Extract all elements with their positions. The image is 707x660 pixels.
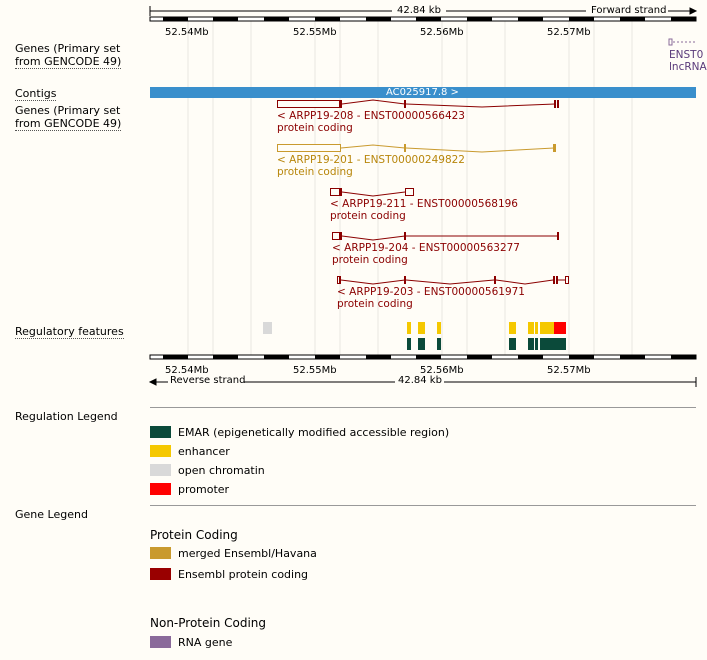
legend-label-rna-gene: RNA gene (178, 636, 233, 649)
legend-label-promoter: promoter (178, 483, 230, 496)
bottom-span-indicator (148, 377, 697, 387)
transcript-arpp19-204[interactable] (332, 232, 560, 241)
transcript-arpp19-203[interactable] (337, 276, 569, 285)
gene-label-201[interactable]: < ARPP19-201 - ENST00000249822 (277, 154, 465, 166)
gene-biotype-208: protein coding (277, 122, 353, 134)
lncrna-gene-fragment[interactable] (668, 38, 696, 46)
track-label-genes-bottom-line2: from GENCODE 49) (15, 117, 122, 131)
track-label-contigs[interactable]: Contigs (15, 87, 57, 101)
legend-swatch-promoter (150, 483, 171, 495)
regulation-legend-title: Regulation Legend (15, 410, 118, 423)
regulatory-features-emar[interactable] (407, 338, 566, 350)
tick-label-bottom-2: 52.55Mb (293, 365, 337, 376)
track-label-regulatory[interactable]: Regulatory features (15, 325, 124, 339)
legend-swatch-merged (150, 547, 171, 559)
genome-browser-canvas[interactable] (0, 0, 700, 400)
legend-label-open-chromatin: open chromatin (178, 464, 265, 477)
forward-strand-label: Forward strand (591, 5, 667, 16)
track-label-genes-top[interactable]: Genes (Primary set from GENCODE 49) (15, 42, 122, 69)
gene-label-208[interactable]: < ARPP19-208 - ENST00000566423 (277, 110, 465, 122)
tick-label-bottom-4: 52.57Mb (547, 365, 591, 376)
contig-bar[interactable] (150, 87, 696, 98)
gene-label-204[interactable]: < ARPP19-204 - ENST00000563277 (332, 242, 520, 254)
legend-swatch-emar (150, 426, 171, 438)
lncrna-gene-type: lncRNA (669, 61, 707, 73)
non-protein-coding-title: Non-Protein Coding (150, 616, 267, 630)
reverse-strand-label: Reverse strand (170, 375, 246, 386)
gene-legend-title: Gene Legend (15, 508, 88, 521)
regulatory-features-top[interactable] (263, 322, 566, 334)
gene-biotype-211: protein coding (330, 210, 406, 222)
protein-coding-title: Protein Coding (150, 528, 238, 542)
tick-label-top-3: 52.56Mb (420, 27, 464, 38)
track-label-genes-top-line1: Genes (Primary set (15, 42, 121, 55)
track-label-genes-bottom[interactable]: Genes (Primary set from GENCODE 49) (15, 104, 122, 131)
transcript-arpp19-208[interactable] (277, 99, 560, 108)
gene-label-203[interactable]: < ARPP19-203 - ENST00000561971 (337, 286, 525, 298)
tick-label-bottom-1: 52.54Mb (165, 365, 209, 376)
track-label-genes-top-line2: from GENCODE 49) (15, 55, 122, 69)
top-span-indicator (149, 6, 698, 16)
gene-label-211[interactable]: < ARPP19-211 - ENST00000568196 (330, 198, 518, 210)
legend-label-enhancer: enhancer (178, 445, 230, 458)
bottom-ruler (149, 354, 697, 360)
tick-label-top-4: 52.57Mb (547, 27, 591, 38)
legend-swatch-enhancer (150, 445, 171, 457)
regulation-legend-divider-top (150, 407, 696, 408)
gene-biotype-204: protein coding (332, 254, 408, 266)
top-span-label: 42.84 kb (397, 5, 441, 16)
legend-label-merged: merged Ensembl/Havana (178, 547, 317, 560)
transcript-arpp19-211[interactable] (330, 188, 414, 197)
legend-label-ensembl-protein: Ensembl protein coding (178, 568, 309, 581)
top-ruler (149, 16, 697, 22)
gene-biotype-201: protein coding (277, 166, 353, 178)
gene-biotype-203: protein coding (337, 298, 413, 310)
tick-label-bottom-3: 52.56Mb (420, 365, 464, 376)
legend-swatch-ensembl-protein (150, 568, 171, 580)
legend-swatch-rna-gene (150, 636, 171, 648)
legend-swatch-open-chromatin (150, 464, 171, 476)
transcript-arpp19-201[interactable] (277, 144, 557, 153)
bottom-span-label: 42.84 kb (398, 375, 442, 386)
track-label-genes-bottom-line1: Genes (Primary set (15, 104, 121, 117)
tick-label-top-1: 52.54Mb (165, 27, 209, 38)
legend-label-emar: EMAR (epigenetically modified accessible… (178, 426, 450, 439)
gridlines (187, 20, 633, 356)
regulation-legend-divider-bottom (150, 505, 696, 506)
lncrna-gene-id[interactable]: ENST0 (669, 49, 704, 61)
contig-name[interactable]: AC025917.8 > (386, 87, 459, 98)
tick-label-top-2: 52.55Mb (293, 27, 337, 38)
